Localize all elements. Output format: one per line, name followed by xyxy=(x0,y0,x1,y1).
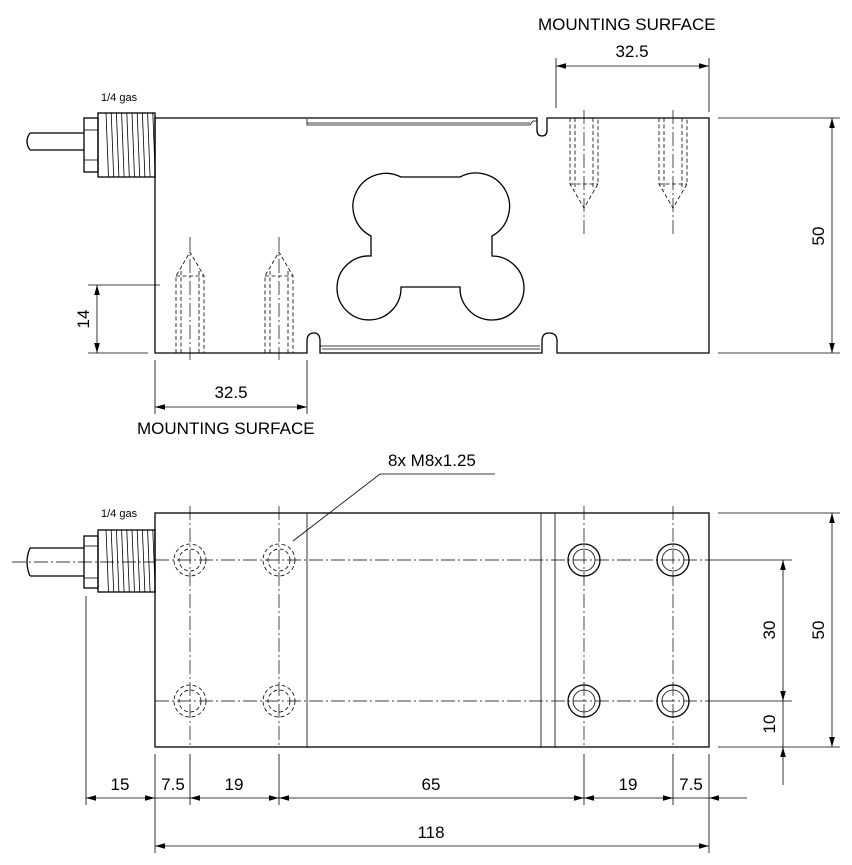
dim-overall-length: 118 xyxy=(417,823,444,842)
hidden-hole xyxy=(262,543,296,577)
center-cutout xyxy=(336,172,525,321)
dim-cable-length: 15 xyxy=(111,775,130,794)
top-gauge-cover xyxy=(306,119,537,126)
thread-line xyxy=(116,112,120,178)
dim-edge-left: 7.5 xyxy=(161,775,185,794)
tapped-hole xyxy=(656,543,690,577)
gas-label-bottom: 1/4 gas xyxy=(101,508,138,520)
dim-mount-width-top: 32.5 xyxy=(615,42,648,61)
side-view: 1/4 gas MOUNTING SURFACE MOUNTING SURFAC… xyxy=(26,15,840,438)
mounting-surface-label-top: MOUNTING SURFACE xyxy=(538,15,716,34)
hidden-hole-inner xyxy=(178,548,202,572)
dim-edge-offset: 10 xyxy=(760,715,779,734)
tapped-hole xyxy=(567,684,601,718)
plan-cable xyxy=(12,529,156,593)
thread-line xyxy=(142,112,146,178)
thread-line xyxy=(121,112,125,178)
hidden-thread-hole xyxy=(175,251,205,353)
bottom-gauge-cover xyxy=(319,345,540,352)
hidden-hole xyxy=(173,684,207,718)
hidden-hole-inner xyxy=(178,689,202,713)
thread-line xyxy=(147,529,151,593)
plan-view: 1/4 gas 8x M8x1.25 50 30 10 xyxy=(12,451,840,853)
thread-line xyxy=(126,112,130,178)
thread-line xyxy=(131,529,135,593)
hidden-tapped-holes xyxy=(175,110,688,360)
tapped-hole-inner xyxy=(661,548,685,572)
thread-line xyxy=(105,529,109,593)
thread-lines xyxy=(105,112,156,178)
thread-line xyxy=(142,529,146,593)
tapped-hole-inner xyxy=(572,548,596,572)
tapped-hole-inner xyxy=(661,689,685,713)
dim-hole-height: 14 xyxy=(74,310,93,329)
thread-line xyxy=(147,112,151,178)
hidden-hole-inner xyxy=(267,689,291,713)
dim-height-side: 50 xyxy=(809,227,828,246)
hidden-thread-hole xyxy=(264,251,294,353)
thread-line xyxy=(110,112,115,178)
thread-leader xyxy=(292,473,495,542)
thread-line xyxy=(121,529,125,593)
thread-line xyxy=(110,529,115,593)
tapped-hole xyxy=(567,543,601,577)
mounting-holes xyxy=(173,543,690,718)
hidden-hole xyxy=(173,543,207,577)
thread-line xyxy=(136,112,141,178)
thread-lines xyxy=(105,529,156,593)
plan-body-outline xyxy=(154,512,710,748)
thread-callout-label: 8x M8x1.25 xyxy=(388,451,476,470)
side-body-outline xyxy=(154,117,710,354)
dim-pitch-right: 19 xyxy=(619,775,638,794)
thread-line xyxy=(131,112,135,178)
tapped-hole xyxy=(656,684,690,718)
mounting-surface-label-bottom: MOUNTING SURFACE xyxy=(137,419,315,438)
dim-hole-spacing: 30 xyxy=(760,621,779,640)
thread-line xyxy=(126,529,130,593)
thread-line xyxy=(105,112,109,178)
hidden-hole xyxy=(262,684,296,718)
gas-label-top: 1/4 gas xyxy=(101,92,138,104)
thread-line xyxy=(136,529,141,593)
dim-height-plan: 50 xyxy=(809,621,828,640)
dim-pitch-left: 19 xyxy=(225,775,244,794)
dim-mount-width-bottom: 32.5 xyxy=(214,383,247,402)
tapped-hole-inner xyxy=(572,689,596,713)
dim-edge-right: 7.5 xyxy=(679,775,703,794)
side-cable xyxy=(26,112,156,178)
dim-middle-span: 65 xyxy=(422,775,441,794)
thread-line xyxy=(116,529,120,593)
hidden-hole-inner xyxy=(267,548,291,572)
